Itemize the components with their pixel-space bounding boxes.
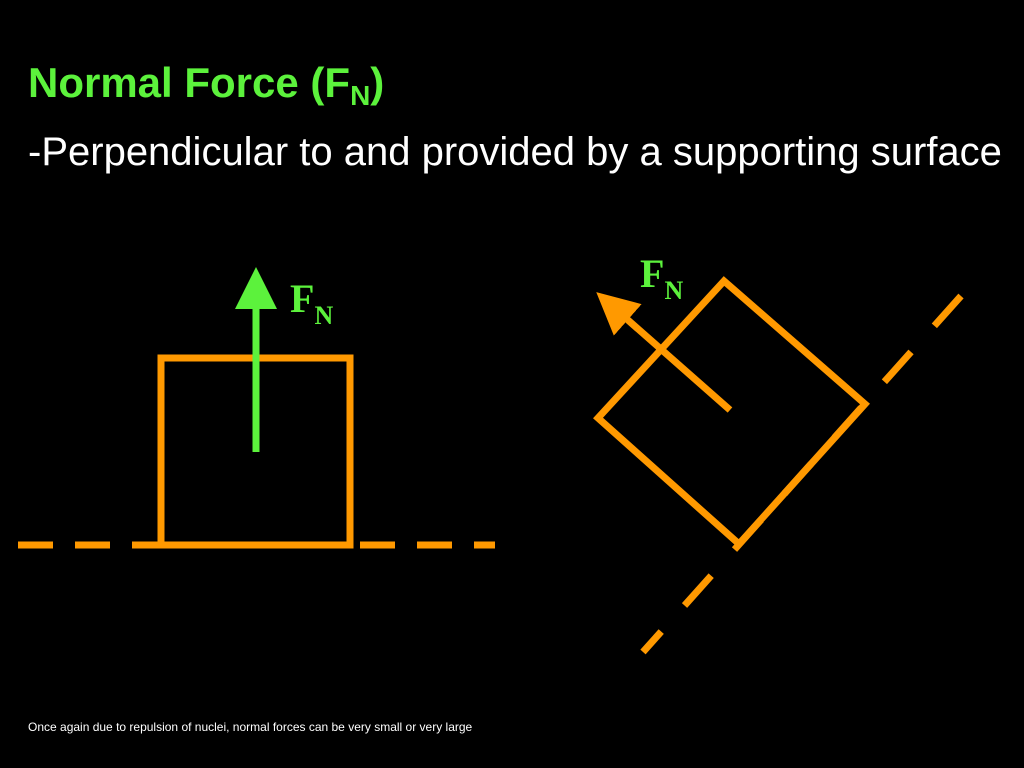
subtitle: -Perpendicular to and provided by a supp… [28,130,1002,174]
footnote: Once again due to repulsion of nuclei, n… [28,720,473,734]
incline-box [593,276,870,549]
incline-normal-force-arrow [596,292,733,413]
title-close-paren: ) [370,59,385,106]
title-subscript: N [350,80,371,111]
page-title: Normal Force (FN) [28,59,385,110]
flat-force-label: FN [290,276,333,330]
title-text: Normal Force (F [28,59,351,106]
incline-force-label: FN [640,251,683,305]
